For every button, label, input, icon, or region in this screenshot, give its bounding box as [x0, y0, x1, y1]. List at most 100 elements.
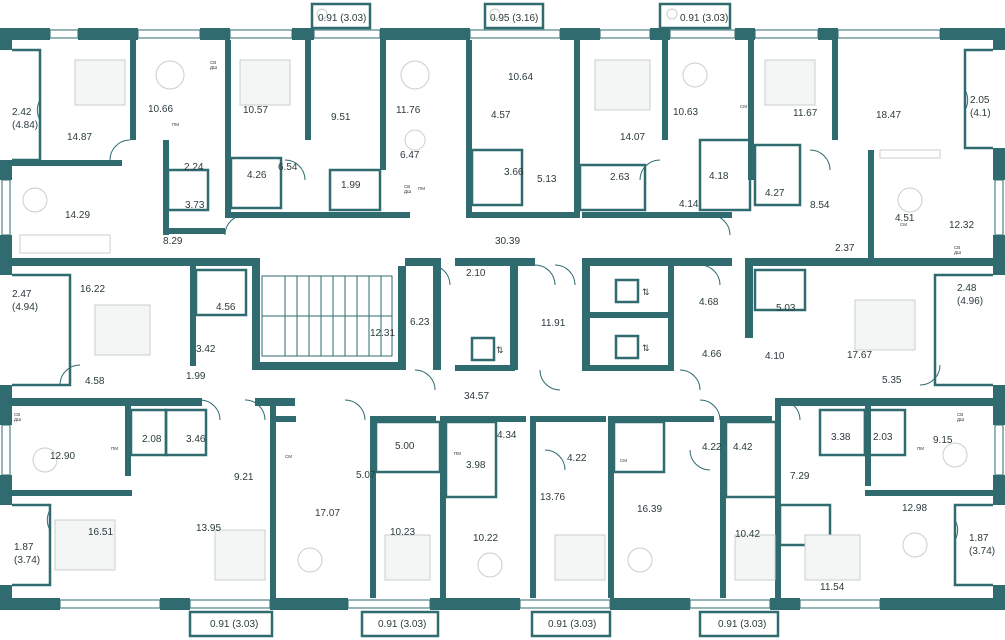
room-area: 2.63 [610, 172, 630, 183]
room-area: 5.07 [356, 470, 376, 481]
door-swing-icon [36, 89, 969, 541]
room-area: 3.46 [186, 434, 206, 445]
balcony-label: 0.95 (3.16) [490, 13, 538, 24]
room-area: 4.66 [702, 349, 722, 360]
room-area: 2.03 [873, 432, 893, 443]
room-area: 2.37 [835, 243, 855, 254]
furniture [19, 59, 968, 581]
room-area: 11.67 [793, 108, 818, 119]
room-area: 4.68 [699, 297, 719, 308]
room-area: 13.95 [196, 523, 221, 534]
exterior-walls [0, 28, 1005, 610]
room-area: 30.39 [495, 236, 520, 247]
svg-text:⇅: ⇅ [642, 343, 650, 353]
elevator-icon: ⇅ [614, 278, 650, 304]
room-area: 12.32 [949, 220, 974, 231]
room-area: 4.22 [702, 442, 722, 453]
room-area: 5.35 [882, 375, 902, 386]
room-area: 6.23 [410, 317, 430, 328]
room-area: 13.76 [540, 492, 565, 503]
room-area: 4.56 [216, 302, 236, 313]
room-area: 3.98 [466, 460, 486, 471]
room-area: 8.29 [163, 236, 183, 247]
room-area: 4.34 [497, 430, 517, 441]
appliance-tag: ПМ [111, 446, 118, 451]
room-area: 16.51 [88, 527, 113, 538]
room-area: 11.91 [541, 318, 566, 329]
room-area: 4.27 [765, 188, 785, 199]
interior-walls [12, 40, 993, 598]
room-area: 4.26 [247, 170, 267, 181]
room-area: 11.54 [820, 582, 845, 593]
loggia-label: 2.05(4.1) [970, 95, 991, 119]
loggia-label: 2.48(4.96) [957, 283, 983, 307]
balcony-label: 0.91 (3.03) [548, 619, 596, 630]
room-area: 4.57 [491, 110, 511, 121]
room-area: 14.87 [67, 132, 92, 143]
room-area: 3.66 [504, 167, 524, 178]
room-area: 9.15 [933, 435, 953, 446]
room-area-labels: 14.8710.662.243.7310.574.266.549.511.991… [50, 72, 974, 593]
top-balconies [310, 2, 732, 30]
room-area: 10.22 [473, 533, 498, 544]
room-area: 5.13 [537, 174, 557, 185]
room-area: 12.98 [902, 503, 927, 514]
loggia-label: 1.87(3.74) [14, 542, 40, 566]
room-area: 12.31 [370, 328, 395, 339]
room-area: 14.29 [65, 210, 90, 221]
room-area: 10.57 [243, 105, 268, 116]
elevator-icon: ⇅ [614, 334, 650, 360]
balcony-label: 0.91 (3.03) [718, 619, 766, 630]
room-area: 2.08 [142, 434, 162, 445]
balcony-label: 0.91 (3.03) [210, 619, 258, 630]
room-area: 3.42 [196, 344, 216, 355]
appliance-tag: ПМ [418, 186, 425, 191]
room-area: 4.10 [765, 351, 785, 362]
room-area: 10.64 [508, 72, 533, 83]
room-area: 10.23 [390, 527, 415, 538]
room-area: 5.03 [776, 303, 796, 314]
room-area: 10.63 [673, 107, 698, 118]
room-area: 1.99 [341, 180, 361, 191]
svg-text:⇅: ⇅ [496, 345, 504, 355]
appliance-tag: ПМ [172, 122, 179, 127]
loggia-label: 2.47(4.94) [12, 289, 38, 313]
svg-text:⇅: ⇅ [642, 287, 650, 297]
room-area: 18.47 [876, 110, 901, 121]
room-area: 10.66 [148, 104, 173, 115]
room-area: 9.51 [331, 112, 351, 123]
balcony-labels: 0.91 (3.03) 0.95 (3.16) 0.91 (3.03) 0.91… [210, 13, 766, 630]
balcony-label: 0.91 (3.03) [680, 13, 728, 24]
stairs-icon [261, 275, 393, 357]
appliance-tag: СМ [740, 104, 747, 109]
loggia-label: 2.42(4.84) [12, 107, 38, 131]
room-area: 2.24 [184, 162, 204, 173]
appliance-tag: ПМ [454, 451, 461, 456]
room-area: 4.18 [709, 171, 729, 182]
balcony-label: 0.91 (3.03) [318, 13, 366, 24]
room-area: 5.00 [395, 441, 415, 452]
room-area: 7.29 [790, 471, 810, 482]
room-area: 11.76 [396, 105, 421, 116]
room-area: 4.51 [895, 213, 915, 224]
room-area: 17.07 [315, 508, 340, 519]
bottom-balconies [188, 610, 780, 638]
room-area: 1.99 [186, 371, 206, 382]
room-area: 16.39 [637, 504, 662, 515]
room-area: 4.42 [733, 442, 753, 453]
room-area: 2.10 [466, 268, 486, 279]
room-area: 9.21 [234, 472, 254, 483]
loggia-label: 1.87(3.74) [969, 533, 995, 557]
room-area: 6.47 [400, 150, 420, 161]
room-area: 6.54 [278, 162, 298, 173]
room-area: 10.42 [735, 529, 760, 540]
appliance-tag: ПМ [917, 446, 924, 451]
room-area: 3.38 [831, 432, 851, 443]
